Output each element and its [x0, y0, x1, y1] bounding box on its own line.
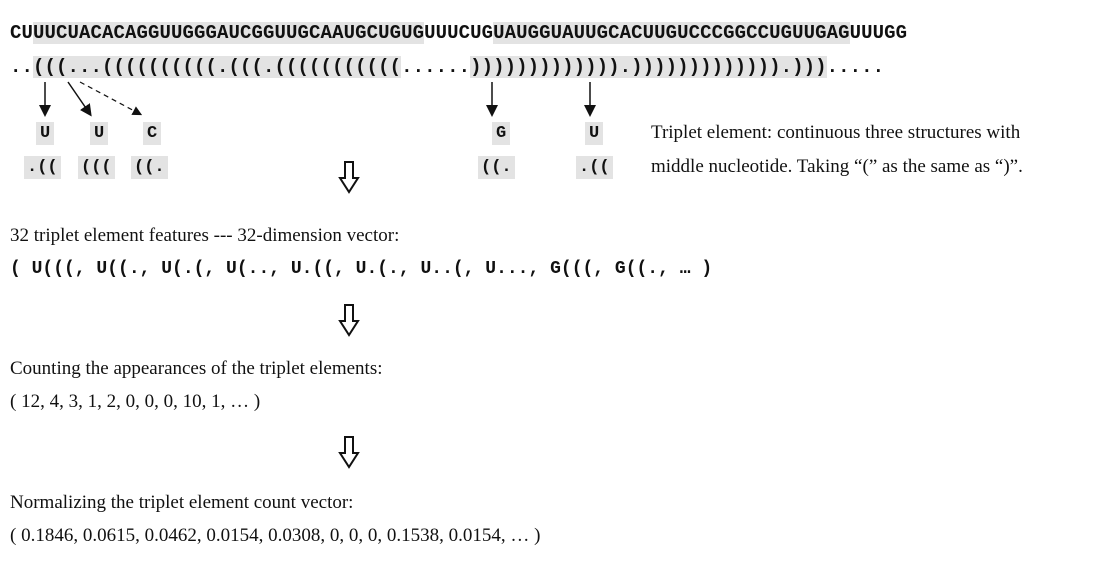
step3-title: Normalizing the triplet element count ve… — [10, 492, 354, 513]
example-nucleotide-4: G — [492, 122, 511, 145]
example-triplet-2: ((( — [78, 156, 115, 179]
note-line-1: Triplet element: continuous three struct… — [651, 122, 1021, 143]
example-nucleotide-2: U — [90, 122, 109, 145]
example-triplet-1: .(( — [24, 156, 61, 179]
step3-vector: ( 0.1846, 0.0615, 0.0462, 0.0154, 0.0308… — [10, 525, 541, 546]
secondary-structure: ..(((...((((((((((.(((.(((((((((((......… — [10, 56, 884, 78]
sequence-highlight-1: UUCUACACAGGUUGGGAUCGGUUGCAAUGCUGUG — [33, 22, 425, 44]
sequence-highlight-2: UAUGGUAUUGCACUUGUCCCGGCCUGUUGAG — [493, 22, 850, 44]
example-nucleotide-1: U — [36, 122, 55, 145]
down-arrow-icon-2 — [338, 304, 360, 337]
example-triplet-4: ((. — [478, 156, 515, 179]
sequence-prefix: CU — [10, 22, 34, 44]
down-arrow-icon-1 — [338, 161, 360, 194]
note-line-2: middle nucleotide. Taking “(” as the sam… — [651, 156, 1023, 177]
structure-highlight-2: ))))))))))))).))))))))))))).))) — [470, 56, 827, 78]
step2-vector: ( 12, 4, 3, 1, 2, 0, 0, 0, 10, 1, … ) — [10, 391, 261, 412]
down-arrow-icon-3 — [338, 436, 360, 469]
step1-title: 32 triplet element features --- 32-dimen… — [10, 225, 400, 246]
arrow-3 — [79, 81, 143, 116]
arrow-2 — [67, 81, 92, 117]
sequence-suffix: UUUGG — [849, 22, 908, 44]
structure-highlight-1: (((...((((((((((.(((.((((((((((( — [33, 56, 402, 78]
example-nucleotide-5: U — [585, 122, 604, 145]
step2-title: Counting the appearances of the triplet … — [10, 358, 383, 379]
example-nucleotide-3: C — [143, 122, 162, 145]
sequence-middle: UUUCUG — [424, 22, 494, 44]
step1-vector: ( U(((, U((., U(.(, U(.., U.((, U.(., U.… — [10, 259, 713, 279]
structure-middle: ...... — [401, 56, 471, 78]
example-triplet-3: ((. — [131, 156, 168, 179]
example-triplet-5: .(( — [576, 156, 613, 179]
structure-suffix: ..... — [826, 56, 885, 78]
structure-prefix: .. — [10, 56, 34, 78]
rna-sequence: CUUUCUACACAGGUUGGGAUCGGUUGCAAUGCUGUGUUUC… — [10, 22, 907, 44]
